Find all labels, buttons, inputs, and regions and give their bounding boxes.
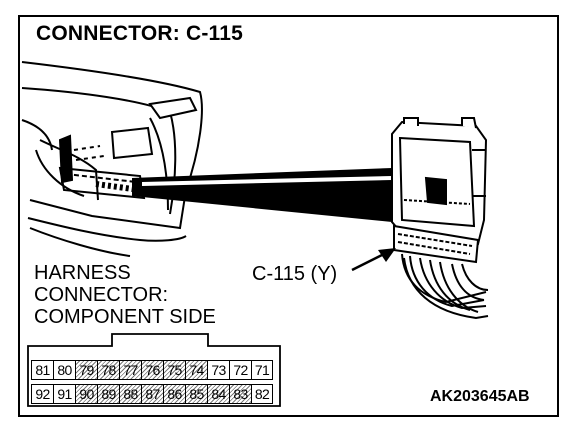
pin-cell: 84 xyxy=(207,384,229,404)
wire-bundle xyxy=(393,224,489,320)
pin-cell: 83 xyxy=(229,384,251,404)
harness-line: COMPONENT SIDE xyxy=(34,306,216,328)
figure-code: AK203645AB xyxy=(430,388,530,405)
connector-body xyxy=(391,117,488,246)
pin-layout: 81 80 79 78 77 76 75 74 73 72 71 92 91 9… xyxy=(31,340,275,406)
pin-cell: 89 xyxy=(97,384,119,404)
pin-cell: 76 xyxy=(141,360,163,380)
pin-cell: 75 xyxy=(163,360,185,380)
pin-cell: 71 xyxy=(251,360,273,380)
pin-block-housing xyxy=(27,333,281,407)
pin-cell: 87 xyxy=(141,384,163,404)
pin-row-bottom: 92 91 90 89 88 87 86 85 84 83 82 xyxy=(31,384,273,404)
pin-cell: 91 xyxy=(53,384,75,404)
pin-cell: 92 xyxy=(31,384,53,404)
figure-frame xyxy=(18,15,559,417)
connector-callout-label: C-115 (Y) xyxy=(252,263,338,285)
pin-cell: 73 xyxy=(207,360,229,380)
harness-label: HARNESS CONNECTOR: COMPONENT SIDE xyxy=(34,262,216,328)
pin-cell: 85 xyxy=(185,384,207,404)
pin-row-top: 81 80 79 78 77 76 75 74 73 72 71 xyxy=(31,360,273,380)
harness-line: CONNECTOR: xyxy=(34,284,169,306)
pin-cell: 88 xyxy=(119,384,141,404)
connector-title: CONNECTOR: C-115 xyxy=(36,22,244,45)
pin-cell: 74 xyxy=(185,360,207,380)
pin-cell: 78 xyxy=(97,360,119,380)
dashboard-drawing xyxy=(21,61,203,257)
pin-cell: 82 xyxy=(251,384,273,404)
pin-cell: 72 xyxy=(229,360,251,380)
pin-cell: 81 xyxy=(31,360,53,380)
pin-cell: 86 xyxy=(163,384,185,404)
callout-arrow-icon xyxy=(351,248,396,272)
pin-cell: 90 xyxy=(75,384,97,404)
pin-cell: 80 xyxy=(53,360,75,380)
pin-cell: 77 xyxy=(119,360,141,380)
harness-line: HARNESS xyxy=(34,262,131,284)
pin-cell: 79 xyxy=(75,360,97,380)
